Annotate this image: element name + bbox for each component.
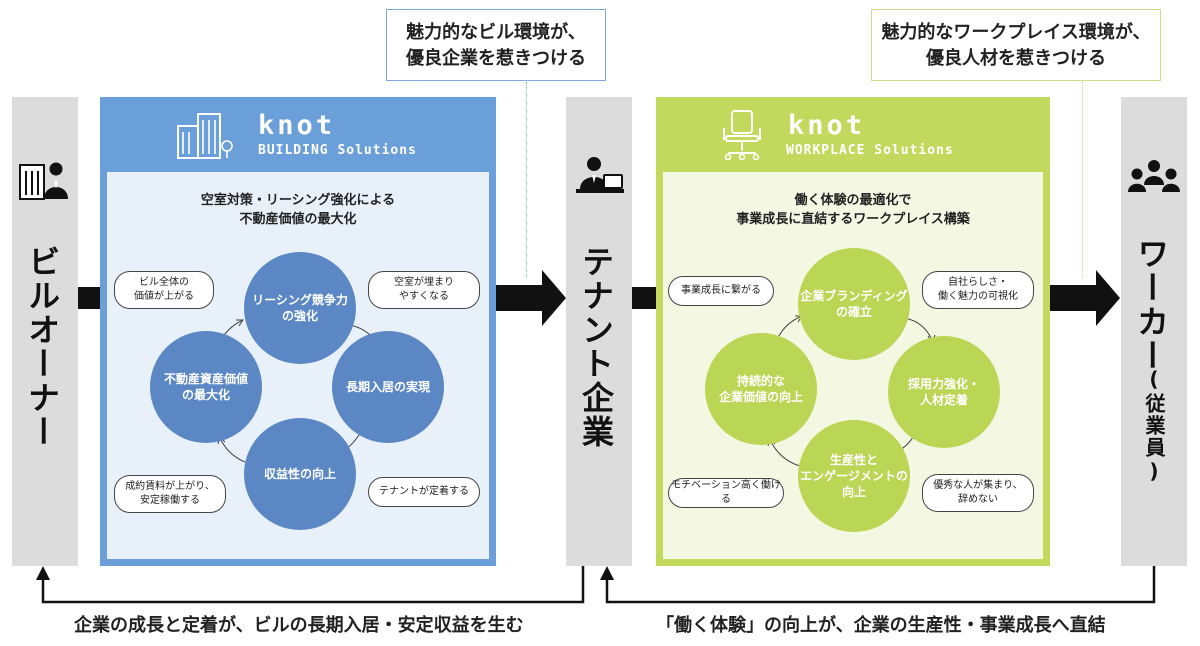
tenant-label: テナント企業 bbox=[577, 245, 615, 449]
bubble-line: 安定稼働する bbox=[140, 495, 200, 506]
cycle-node-productivity: 生産性と エンゲージメントの 向上 bbox=[798, 420, 910, 532]
cycle-node-leasing: リーシング競争力 の強化 bbox=[244, 252, 356, 364]
node-line: 採用力強化・ bbox=[907, 377, 980, 391]
workplace-callout: 魅力的なワークプレイス環境が、 優良人材を惹きつける bbox=[871, 9, 1161, 81]
bubble-line: 成約賃料が上がり、 bbox=[125, 481, 215, 492]
right-arrow-icon bbox=[496, 270, 566, 326]
workplace-bubble-top-right: 自社らしさ・ 働く魅力の可視化 bbox=[922, 271, 1034, 309]
building-brand: knot bbox=[258, 110, 336, 141]
bubble-line: 辞めない bbox=[958, 494, 998, 505]
node-line: 不動産資産価値 bbox=[163, 372, 248, 386]
callout-line: 優良企業を惹きつける bbox=[406, 48, 586, 69]
owner-column: ビルオーナー bbox=[12, 97, 78, 566]
building-brand-sub: BUILDING Solutions bbox=[258, 143, 417, 158]
cycle-node-long-term: 長期入居の実現 bbox=[332, 331, 444, 443]
node-line: の確立 bbox=[835, 305, 872, 319]
up-arrow-icon bbox=[36, 566, 50, 580]
callout-line: 優良人材を惹きつける bbox=[926, 48, 1106, 69]
building-bubble-top-left: ビル全体の 価値が上がる bbox=[114, 271, 214, 309]
feedback-arrow-left bbox=[41, 566, 585, 604]
building-owner-icon bbox=[19, 162, 68, 200]
people-group-icon bbox=[1128, 160, 1180, 192]
node-line: 生産性と bbox=[829, 453, 878, 467]
bubble-line: 自社らしさ・ bbox=[948, 277, 1008, 288]
bubble-line: 価値が上がる bbox=[134, 291, 194, 302]
workplace-bubble-top-left: 事業成長に繋がる bbox=[668, 276, 774, 306]
footer-caption-left: 企業の成長と定着が、ビルの長期入居・安定収益を生む bbox=[74, 615, 524, 636]
office-chair-icon bbox=[723, 110, 761, 161]
heading-line: 不動産価値の最大化 bbox=[239, 212, 357, 227]
node-line: 長期入居の実現 bbox=[345, 380, 430, 394]
up-arrow-icon bbox=[600, 566, 614, 580]
workplace-brand: knot bbox=[788, 110, 866, 141]
node-line: 人材定着 bbox=[919, 393, 968, 407]
bubble-line: ビル全体の bbox=[139, 277, 189, 288]
office-building-icon bbox=[177, 113, 233, 159]
node-line: の強化 bbox=[281, 309, 318, 323]
cycle-node-corporate-value: 持続的な 企業価値の向上 bbox=[705, 333, 817, 445]
heading-line: 空室対策・リーシング強化による bbox=[200, 193, 396, 208]
callout-connector bbox=[1082, 82, 1083, 278]
right-arrow-icon bbox=[1050, 270, 1120, 326]
building-callout: 魅力的なビル環境が、 優良企業を惹きつける bbox=[386, 9, 606, 81]
workplace-heading: 働く体験の最適化で 事業成長に直結するワークプレイス構築 bbox=[663, 191, 1043, 229]
cycle-node-profitability: 収益性の向上 bbox=[244, 418, 356, 530]
callout-line: 魅力的なビル環境が、 bbox=[406, 22, 586, 43]
node-line: リーシング競争力 bbox=[252, 293, 348, 307]
heading-line: 事業成長に直結するワークプレイス構築 bbox=[736, 212, 970, 227]
node-line: 企業ブランディング bbox=[800, 289, 908, 303]
node-line: 持続的な bbox=[736, 374, 785, 388]
feedback-arrow-right bbox=[605, 566, 1156, 604]
connector-bar bbox=[78, 287, 100, 309]
bubble-line: やすくなる bbox=[399, 291, 449, 302]
worker-note: (従業員) bbox=[1142, 367, 1166, 485]
cycle-node-branding: 企業ブランディング の確立 bbox=[798, 248, 910, 360]
workplace-bubble-bottom-left: モチベーション高く働ける bbox=[668, 478, 784, 508]
node-line: 向上 bbox=[841, 485, 866, 499]
node-line: の最大化 bbox=[181, 388, 230, 402]
connector-bar bbox=[632, 287, 656, 309]
building-bubble-bottom-left: 成約賃料が上がり、 安定稼働する bbox=[114, 475, 226, 513]
cycle-node-asset-value: 不動産資産価値 の最大化 bbox=[150, 331, 262, 443]
owner-label: ビルオーナー bbox=[23, 245, 61, 449]
footer-caption-right: 「働く体験」の向上が、企業の生産性・事業成長へ直結 bbox=[656, 615, 1106, 636]
building-heading: 空室対策・リーシング強化による 不動産価値の最大化 bbox=[107, 191, 489, 229]
bubble-line: テナントが定着する bbox=[379, 486, 469, 497]
tenant-column: テナント企業 bbox=[566, 97, 632, 566]
node-line: エンゲージメントの bbox=[800, 469, 908, 483]
heading-line: 働く体験の最適化で bbox=[794, 193, 912, 208]
callout-connector bbox=[526, 82, 527, 278]
node-line: 収益性の向上 bbox=[263, 467, 336, 481]
cycle-node-recruiting: 採用力強化・ 人材定着 bbox=[888, 336, 1000, 448]
building-bubble-top-right: 空室が埋まり やすくなる bbox=[368, 271, 480, 309]
node-line: 企業価値の向上 bbox=[718, 390, 803, 404]
callout-line: 魅力的なワークプレイス環境が、 bbox=[881, 22, 1151, 43]
office-worker-icon bbox=[576, 157, 624, 193]
workplace-bubble-bottom-right: 優秀な人が集まり、 辞めない bbox=[922, 474, 1034, 512]
bubble-line: 働く魅力の可視化 bbox=[938, 291, 1018, 302]
bubble-line: 優秀な人が集まり、 bbox=[933, 480, 1023, 491]
bubble-line: 事業成長に繋がる bbox=[681, 285, 761, 296]
building-bubble-bottom-right: テナントが定着する bbox=[368, 477, 480, 507]
workplace-brand-sub: WORKPLACE Solutions bbox=[786, 143, 954, 158]
bubble-line: 空室が埋まり bbox=[394, 277, 454, 288]
worker-column: ワーカー (従業員) bbox=[1121, 97, 1187, 566]
worker-label: ワーカー bbox=[1132, 237, 1170, 373]
bubble-line: モチベーション高く働ける bbox=[671, 480, 781, 505]
